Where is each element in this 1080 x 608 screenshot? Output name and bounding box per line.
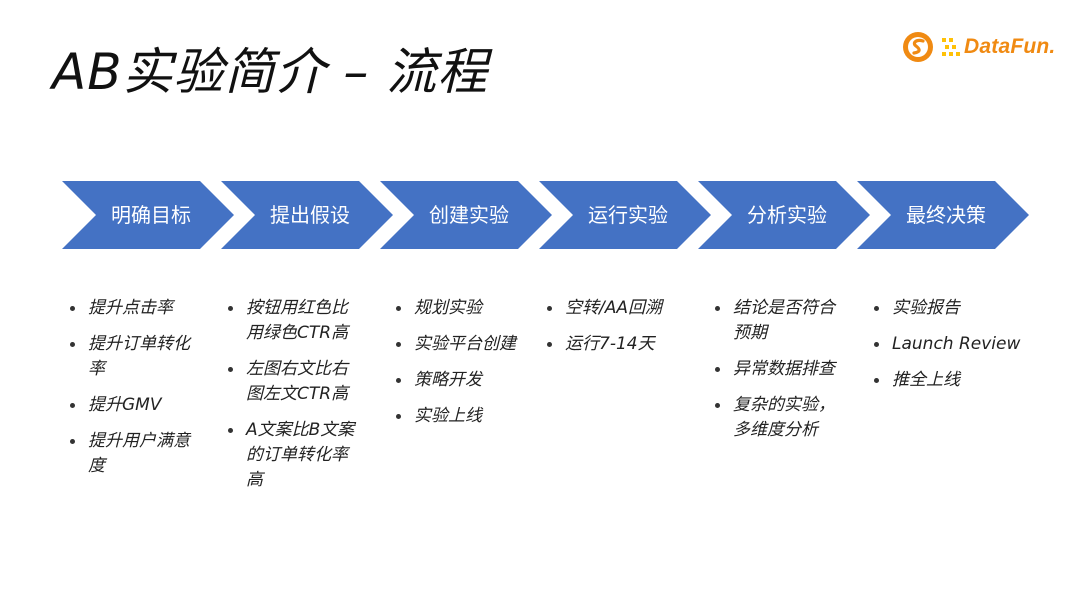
bullet-icon <box>715 403 720 408</box>
bullet-list: 按钮用红色比用绿色CTR高 左图右文比右图左文CTR高 A文案比B文案的订单转化… <box>224 296 364 493</box>
datafun-swirl-icon <box>903 32 933 62</box>
step-goal-details: 提升点击率 提升订单转化率 提升GMV 提升用户满意度 <box>66 296 206 490</box>
list-item: 运行7-14天 <box>543 332 683 357</box>
datafun-logo: DataFun. <box>902 30 1055 64</box>
flow-step-run: 运行实验 <box>539 181 711 249</box>
flow-step-goal: 明确目标 <box>62 181 234 249</box>
list-item-text: 结论是否符合预期 <box>733 298 835 343</box>
list-item-text: 推全上线 <box>892 370 960 390</box>
bullet-icon <box>70 439 75 444</box>
list-item-text: 提升用户满意度 <box>88 431 190 476</box>
bullet-list: 结论是否符合预期 异常数据排查 复杂的实验，多维度分析 <box>711 296 851 443</box>
flow-step-label: 创建实验 <box>429 203 509 227</box>
flow-step-label: 最终决策 <box>906 203 986 227</box>
bullet-list: 规划实验 实验平台创建 策略开发 实验上线 <box>392 296 532 429</box>
list-item: 策略开发 <box>392 368 532 393</box>
list-item: 空转/AA回溯 <box>543 296 683 321</box>
list-item: 实验平台创建 <box>392 332 532 357</box>
bullet-icon <box>396 414 401 419</box>
flow-step-create: 创建实验 <box>380 181 552 249</box>
process-flow: 明确目标 提出假设 创建实验 运行实验 分析实验 最终决策 <box>62 181 1032 249</box>
list-item-text: 左图右文比右图左文CTR高 <box>246 359 349 404</box>
bullet-icon <box>70 403 75 408</box>
list-item: 结论是否符合预期 <box>711 296 851 346</box>
bullet-icon <box>396 306 401 311</box>
bullet-icon <box>547 306 552 311</box>
step-create-details: 规划实验 实验平台创建 策略开发 实验上线 <box>392 296 532 440</box>
flow-step-analyze: 分析实验 <box>698 181 870 249</box>
bullet-icon <box>874 306 879 311</box>
step-hypothesis-details: 按钮用红色比用绿色CTR高 左图右文比右图左文CTR高 A文案比B文案的订单转化… <box>224 296 364 504</box>
list-item: 提升订单转化率 <box>66 332 206 382</box>
bullet-list: 提升点击率 提升订单转化率 提升GMV 提升用户满意度 <box>66 296 206 479</box>
bullet-icon <box>70 342 75 347</box>
list-item: Launch Review <box>870 332 1030 357</box>
bullet-icon <box>228 367 233 372</box>
list-item: 提升点击率 <box>66 296 206 321</box>
list-item-text: 异常数据排查 <box>733 359 835 379</box>
list-item: 规划实验 <box>392 296 532 321</box>
bullet-icon <box>715 306 720 311</box>
list-item-text: 运行7-14天 <box>565 334 655 354</box>
chevron-arrow-shape <box>62 181 234 249</box>
chevron-arrow-shape <box>539 181 711 249</box>
bullet-icon <box>874 342 879 347</box>
list-item-text: 实验上线 <box>414 406 482 426</box>
list-item: 左图右文比右图左文CTR高 <box>224 357 364 407</box>
bullet-icon <box>396 378 401 383</box>
list-item: 按钮用红色比用绿色CTR高 <box>224 296 364 346</box>
chevron-arrow-shape <box>380 181 552 249</box>
list-item-text: 按钮用红色比用绿色CTR高 <box>246 298 349 343</box>
step-decision-details: 实验报告 Launch Review 推全上线 <box>870 296 1030 404</box>
bullet-icon <box>547 342 552 347</box>
list-item-text: A文案比B文案的订单转化率高 <box>246 420 355 490</box>
list-item-text: 提升订单转化率 <box>88 334 190 379</box>
bullet-icon <box>396 342 401 347</box>
list-item: 推全上线 <box>870 368 1030 393</box>
bullet-icon <box>715 367 720 372</box>
chevron-arrow-shape <box>857 181 1029 249</box>
step-run-details: 空转/AA回溯 运行7-14天 <box>543 296 683 368</box>
list-item: 提升用户满意度 <box>66 429 206 479</box>
chevron-arrow-shape <box>221 181 393 249</box>
bullet-icon <box>70 306 75 311</box>
list-item-text: 复杂的实验，多维度分析 <box>733 395 835 440</box>
logo-wordmark: DataFun. <box>964 35 1056 58</box>
list-item-text: 空转/AA回溯 <box>565 298 662 318</box>
chevron-arrow-shape <box>698 181 870 249</box>
list-item: 复杂的实验，多维度分析 <box>711 393 851 443</box>
bullet-list: 实验报告 Launch Review 推全上线 <box>870 296 1030 393</box>
list-item: 提升GMV <box>66 393 206 418</box>
list-item: 实验上线 <box>392 404 532 429</box>
flow-step-label: 分析实验 <box>747 203 827 227</box>
bullet-icon <box>228 306 233 311</box>
flow-step-hypothesis: 提出假设 <box>221 181 393 249</box>
step-analyze-details: 结论是否符合预期 异常数据排查 复杂的实验，多维度分析 <box>711 296 851 454</box>
slide-title: AB实验简介 – 流程 <box>52 43 489 101</box>
list-item-text: 规划实验 <box>414 298 482 318</box>
list-item-text: 实验报告 <box>892 298 960 318</box>
list-item-text: Launch Review <box>892 334 1021 354</box>
list-item-text: 提升GMV <box>88 395 162 415</box>
bullet-list: 空转/AA回溯 运行7-14天 <box>543 296 683 357</box>
list-item: A文案比B文案的订单转化率高 <box>224 418 364 493</box>
flow-step-decision: 最终决策 <box>857 181 1029 249</box>
bullet-icon <box>874 378 879 383</box>
list-item-text: 策略开发 <box>414 370 482 390</box>
flow-step-label: 提出假设 <box>270 203 350 227</box>
list-item: 实验报告 <box>870 296 1030 321</box>
flow-step-label: 明确目标 <box>111 203 191 227</box>
bullet-icon <box>228 428 233 433</box>
list-item-text: 实验平台创建 <box>414 334 516 354</box>
list-item: 异常数据排查 <box>711 357 851 382</box>
list-item-text: 提升点击率 <box>88 298 173 318</box>
pixel-dots-icon <box>942 38 960 56</box>
flow-step-label: 运行实验 <box>588 203 668 227</box>
